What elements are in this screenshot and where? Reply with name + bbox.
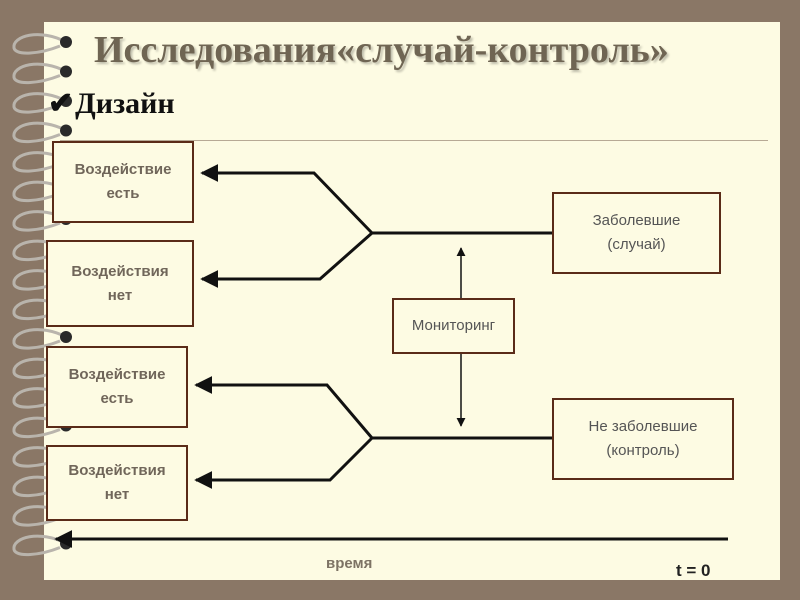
check-icon: ✔ [48, 87, 74, 120]
box-controls: Не заболевшие (контроль) [552, 398, 734, 480]
slide-title: Исследования«случай-контроль» [94, 29, 669, 71]
spiral-ring [12, 239, 67, 261]
spiral-ring [12, 328, 67, 350]
spiral-ring [12, 416, 67, 438]
box-monitoring: Мониторинг [392, 298, 515, 354]
arrow-to-unexposed-top [200, 231, 373, 288]
slide-subtitle: ✔Дизайн [48, 86, 175, 121]
spiral-hole [60, 331, 72, 343]
spiral-ring [12, 298, 67, 320]
arrow-to-exposed-bottom [194, 376, 374, 439]
arrow-to-exposed-top [200, 164, 374, 235]
spiral-ring [12, 92, 67, 114]
box-unexposed-top: Воздействия нет [46, 240, 194, 327]
t-zero-label: t = 0 [676, 561, 711, 580]
spiral-ring [12, 505, 67, 527]
spiral-hole [60, 36, 72, 48]
spiral-ring [12, 210, 67, 232]
title-divider [60, 140, 768, 141]
spiral-ring [12, 269, 67, 291]
spiral-ring [12, 534, 67, 556]
spiral-ring [12, 180, 67, 202]
spiral-hole [60, 124, 72, 137]
subtitle-text: Дизайн [75, 87, 175, 120]
box-exposed-bottom: Воздействие есть [46, 346, 188, 428]
spiral-hole [60, 95, 72, 107]
spiral-ring [12, 62, 67, 84]
arrow-to-unexposed-bottom [194, 436, 374, 489]
box-cases: Заболевшие (случай) [552, 192, 721, 274]
time-label: время [326, 555, 373, 572]
spiral-ring [12, 446, 67, 468]
spiral-hole [60, 65, 72, 78]
box-unexposed-bottom: Воздействия нет [46, 445, 188, 521]
spiral-ring [12, 33, 67, 55]
spiral-ring [12, 475, 67, 497]
spiral-ring [12, 387, 67, 409]
spiral-ring [12, 151, 67, 173]
spiral-ring [12, 357, 67, 379]
box-exposed-top: Воздействие есть [52, 141, 194, 223]
spiral-ring [12, 121, 67, 143]
